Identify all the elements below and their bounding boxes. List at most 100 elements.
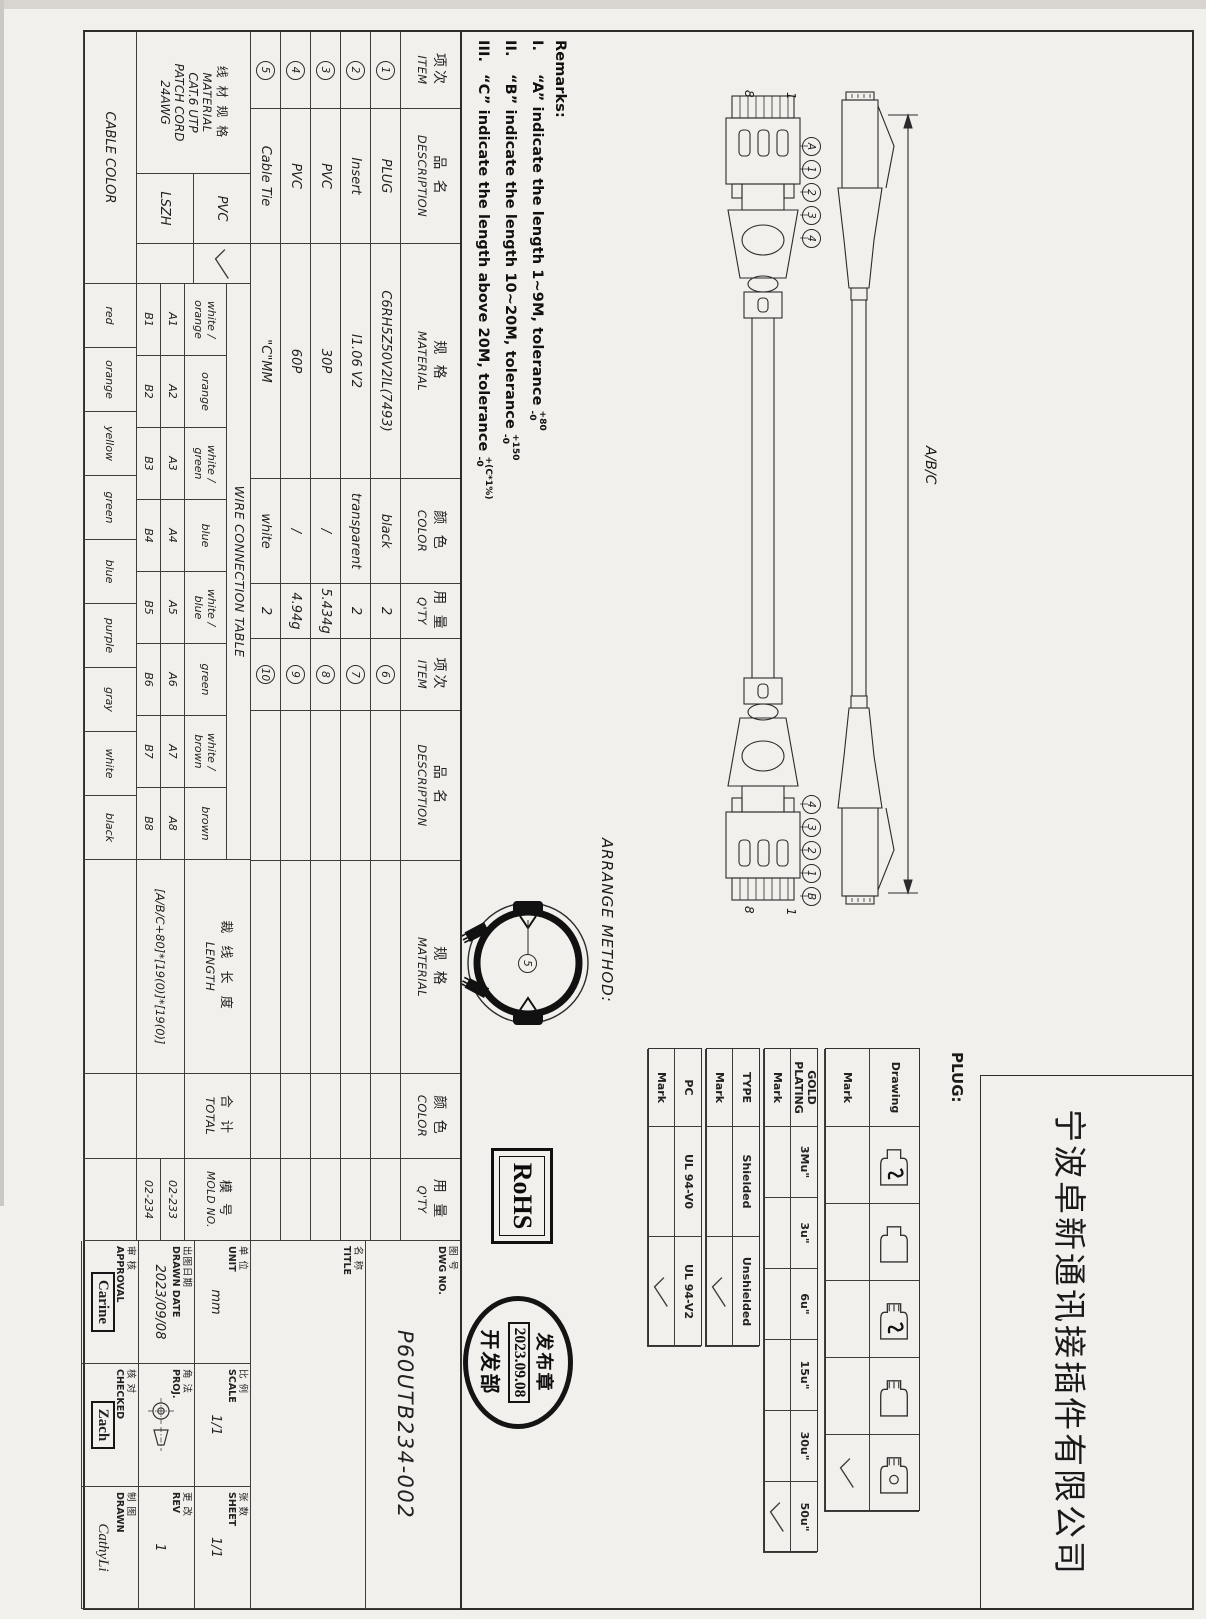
bom-cell-item: 4	[280, 32, 310, 109]
pt-value-cell: 3u"	[790, 1198, 817, 1269]
check-icon	[770, 1502, 785, 1532]
bom-cell-desc	[250, 711, 280, 861]
wire-b-cell: B8	[136, 788, 160, 860]
pt-value-cell: 50u"	[790, 1482, 817, 1553]
bom-cell-item: 5	[250, 32, 280, 109]
bom-cell-desc: PLUG	[370, 109, 400, 244]
projection-symbol	[148, 1398, 175, 1451]
wire-jacket-option: LSZH	[136, 174, 193, 244]
bom-cell-qty	[370, 1159, 400, 1241]
bom-cell-mat	[250, 861, 280, 1074]
pt-value-cell: UL 94-V2	[674, 1237, 701, 1347]
bom-cell-color: transparent	[340, 479, 370, 584]
wire-b-cell: B6	[136, 644, 160, 716]
coil-callout-5: 5	[518, 954, 537, 973]
wire-b-cell: B7	[136, 716, 160, 788]
bom-cell-mat	[310, 861, 340, 1074]
pt-mark-cell	[824, 1281, 869, 1358]
wire-jacket-option: PVC	[193, 174, 250, 244]
pin-label-right-8: 8	[742, 906, 756, 914]
top-view-right-plug	[725, 677, 801, 901]
pt-value-cell: UL 94-V0	[674, 1127, 701, 1237]
wire-b-cell: B3	[136, 428, 160, 500]
cable-color-cell: yellow	[83, 412, 136, 476]
plug-pins-hole-icon	[880, 1457, 909, 1494]
wire-a-cell: A2	[160, 356, 184, 428]
pt-value-cell: Unshielded	[732, 1237, 759, 1347]
bom-cell-item: 2	[340, 32, 370, 109]
callout-right-1: 1	[802, 864, 821, 883]
plug-plain-icon	[880, 1226, 909, 1263]
bom-cell-color: /	[280, 479, 310, 584]
coil-drawing	[460, 901, 589, 1025]
bom-cell-desc: PVC	[280, 109, 310, 244]
pin-label-left-1: 1	[784, 92, 798, 100]
wire-b-cell: B1	[136, 284, 160, 356]
pt-value-cell	[869, 1281, 919, 1358]
wire-a-cell: A3	[160, 428, 184, 500]
plug-pins-icon	[880, 1380, 909, 1417]
pt-value-cell	[869, 1358, 919, 1435]
callout-left-2: 2	[802, 183, 821, 202]
rohs-badge: RoHS	[491, 1148, 553, 1244]
bom-cell-qty	[250, 1159, 280, 1241]
cable-color-empty	[83, 1074, 136, 1159]
bom-cell-mat: "C"MM	[250, 244, 280, 479]
bom-cell-desc	[310, 711, 340, 861]
bom-cell-desc: Cable Tie	[250, 109, 280, 244]
pt-row1-label: Drawing	[869, 1049, 919, 1127]
pt-value-cell	[869, 1435, 919, 1512]
pt-mark-cell	[763, 1127, 790, 1198]
company-title-box: 宁波卓新通讯接插件有限公司	[980, 1075, 1194, 1610]
cable-color-empty	[83, 860, 136, 1074]
pt-mark-cell	[647, 1237, 674, 1347]
pt-mark-cell	[763, 1482, 790, 1553]
bom-cell-qty: 2	[370, 584, 400, 639]
cable-color-cell: green	[83, 476, 136, 540]
pt-value-cell: 30u"	[790, 1411, 817, 1482]
side-view-right-plug	[837, 695, 895, 905]
stamp-top-text: 发布章	[533, 1332, 555, 1393]
pt-row1-label: TYPE	[732, 1049, 759, 1127]
wire-a-cell: A6	[160, 644, 184, 716]
bom-cell-mat: C6RH5Z50V2IL(7493)	[370, 244, 400, 479]
bom-cell-desc: Insert	[340, 109, 370, 244]
wire-b-cell: B4	[136, 500, 160, 572]
bom-cell-color	[340, 1074, 370, 1159]
bom-cell-qty: 2	[340, 584, 370, 639]
check-icon	[712, 1276, 727, 1307]
remarks-title: Remarks:	[552, 40, 568, 118]
bom-cell-color: /	[310, 479, 340, 584]
plug-pins-logo-icon	[880, 1303, 909, 1340]
wire-color-cell: green	[184, 644, 226, 716]
wire-color-cell: blue	[184, 500, 226, 572]
remark-item-3: III. “C” indicate the length above 20M, …	[473, 40, 494, 500]
wire-color-cell: brown	[184, 788, 226, 860]
release-stamp: 发布章 2023.09.08 开发部	[463, 1296, 573, 1429]
wire-a-cell: A1	[160, 284, 184, 356]
bom-cell-color: white	[250, 479, 280, 584]
callout-right-2: 2	[802, 841, 821, 860]
bom-cell-item: 10	[250, 639, 280, 711]
pt-row2-label: Mark	[705, 1049, 732, 1127]
side-view-left-plug	[837, 91, 895, 301]
